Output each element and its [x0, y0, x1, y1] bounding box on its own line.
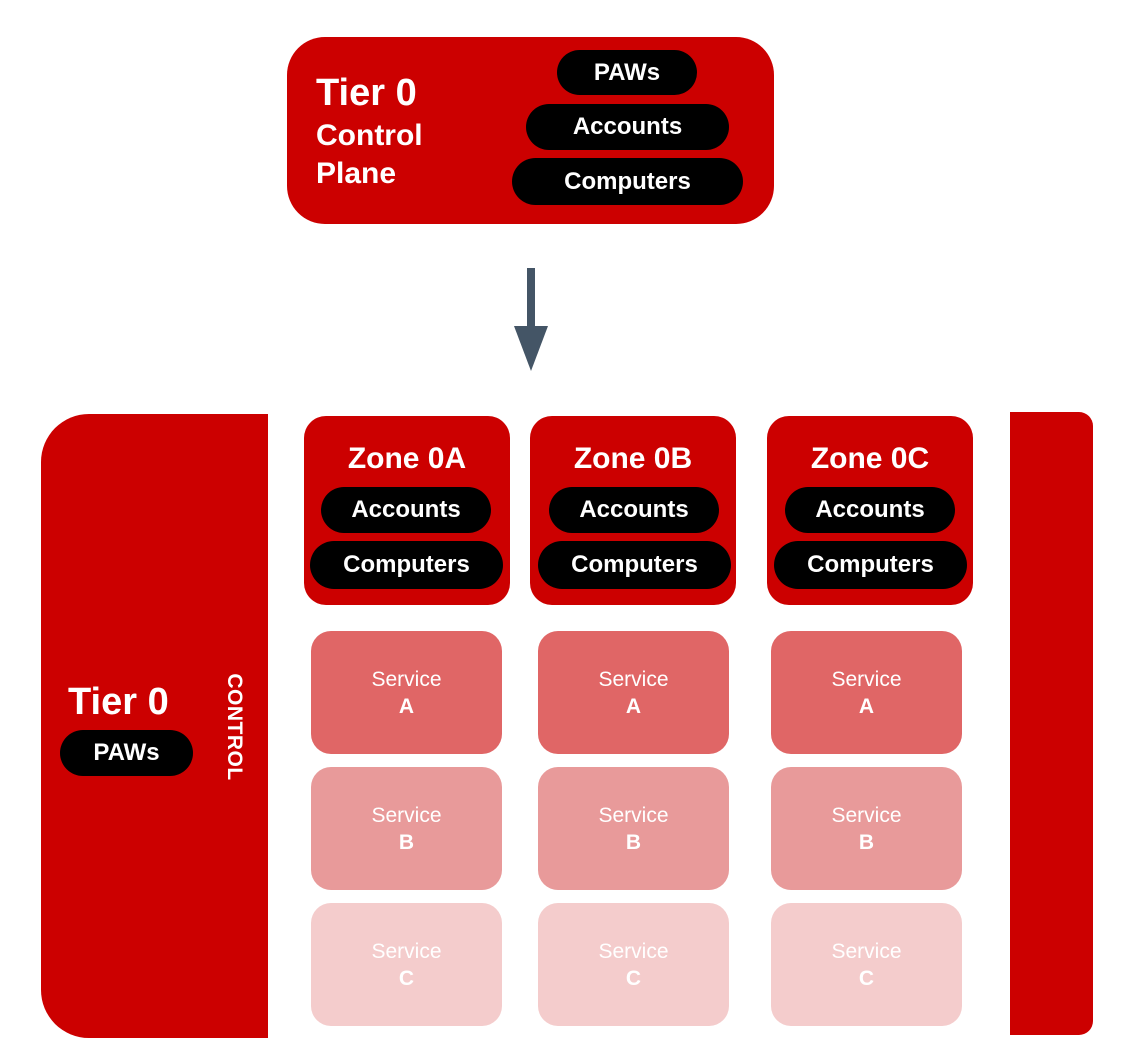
zone-0b-service-c: Service C — [538, 903, 729, 1026]
down-arrow-shaft — [527, 268, 535, 330]
service-word: Service — [831, 803, 902, 827]
zone-0b-service-b: Service B — [538, 767, 729, 890]
zone-0b-pill-accounts: Accounts — [549, 487, 719, 533]
service-word: Service — [598, 803, 669, 827]
service-letter: A — [625, 694, 642, 718]
service-letter: B — [625, 830, 642, 854]
zone-0c-pill-computers: Computers — [774, 541, 967, 589]
zone-title: Zone 0C — [810, 442, 930, 475]
zone-title: Zone 0B — [573, 442, 693, 475]
top-tier-title: Tier 0 — [316, 72, 417, 114]
service-letter: B — [858, 830, 875, 854]
left-tier-title: Tier 0 — [68, 681, 169, 723]
service-word: Service — [598, 667, 669, 691]
service-word: Service — [831, 667, 902, 691]
service-letter: C — [858, 966, 875, 990]
zone-0a-service-a: Service A — [311, 631, 502, 754]
service-word: Service — [371, 803, 442, 827]
service-word: Service — [371, 939, 442, 963]
tier0-left-column — [41, 414, 268, 1038]
control-side-label: CONTROL — [223, 673, 246, 781]
right-edge-bar — [1010, 412, 1093, 1035]
left-pill-paws: PAWs — [60, 730, 193, 776]
service-letter: C — [398, 966, 415, 990]
zone-0a-service-c: Service C — [311, 903, 502, 1026]
zone-0a-pill-computers: Computers — [310, 541, 503, 589]
zone-0c-pill-accounts: Accounts — [785, 487, 955, 533]
top-subtitle-line1: Control — [316, 119, 423, 152]
service-word: Service — [371, 667, 442, 691]
top-pill-accounts: Accounts — [526, 104, 729, 150]
zone-0b-service-a: Service A — [538, 631, 729, 754]
service-letter: A — [858, 694, 875, 718]
top-pill-paws: PAWs — [557, 50, 697, 95]
top-pill-computers: Computers — [512, 158, 743, 205]
service-letter: B — [398, 830, 415, 854]
service-word: Service — [598, 939, 669, 963]
service-word: Service — [831, 939, 902, 963]
zone-0c-service-a: Service A — [771, 631, 962, 754]
zone-0c-service-c: Service C — [771, 903, 962, 1026]
zone-0a-service-b: Service B — [311, 767, 502, 890]
top-subtitle-line2: Plane — [316, 157, 397, 190]
down-arrow-icon — [514, 326, 548, 371]
service-letter: C — [625, 966, 642, 990]
zone-0c-service-b: Service B — [771, 767, 962, 890]
zone-0b-pill-computers: Computers — [538, 541, 731, 589]
zone-title: Zone 0A — [347, 442, 467, 475]
service-letter: A — [398, 694, 415, 718]
zone-0a-pill-accounts: Accounts — [321, 487, 491, 533]
